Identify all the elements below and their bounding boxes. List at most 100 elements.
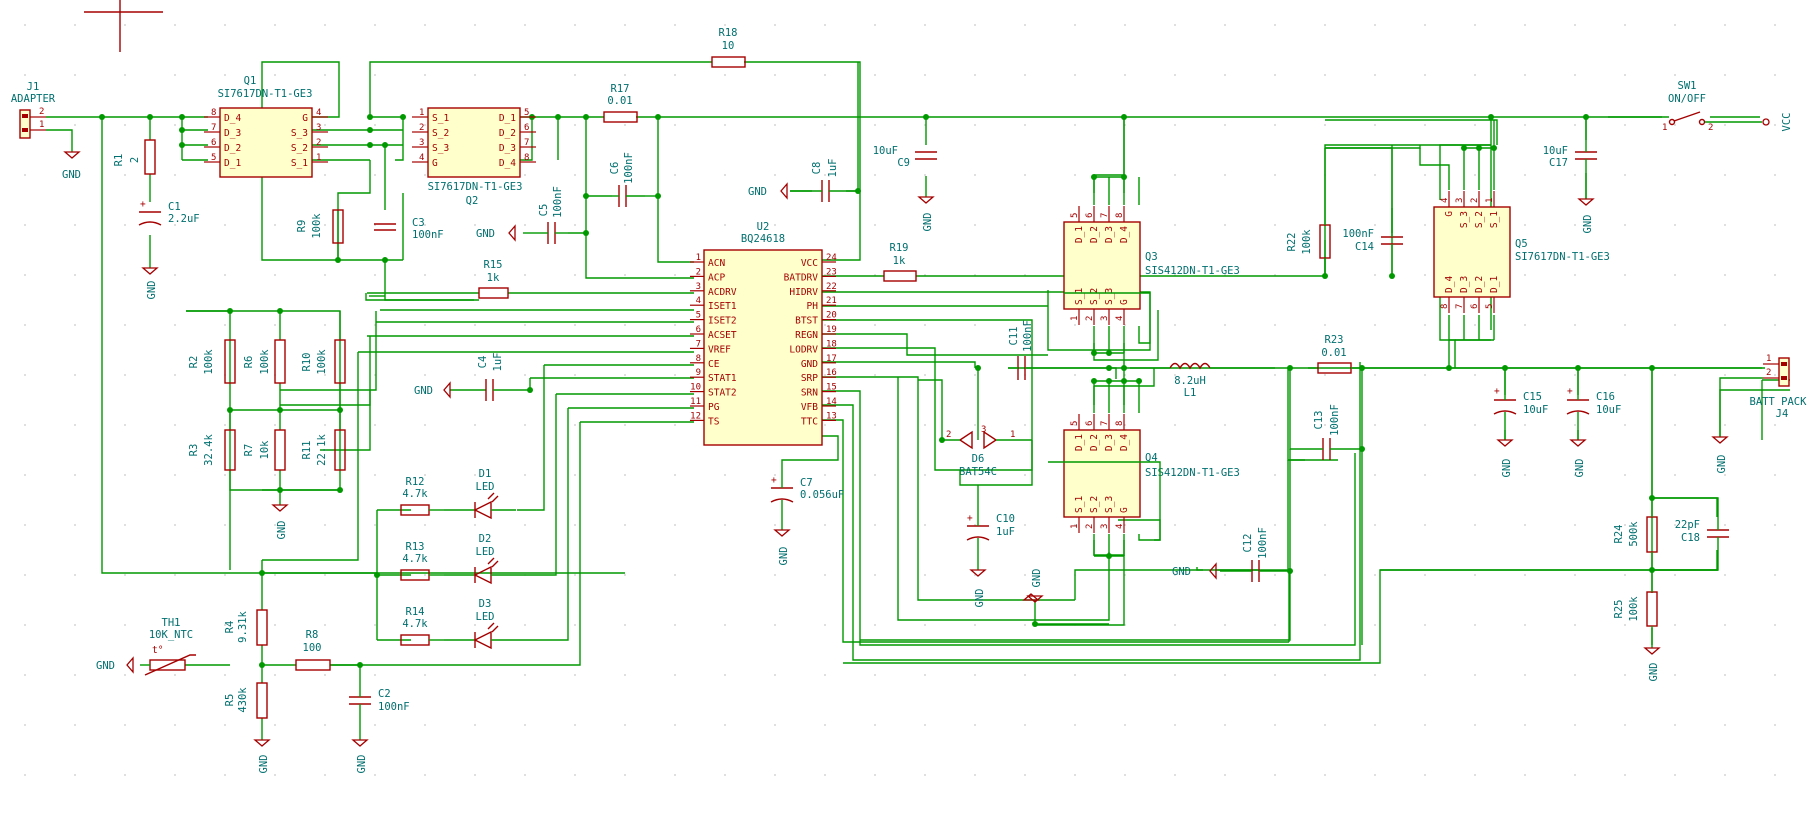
svg-text:Q2: Q2 [466, 195, 479, 207]
led-d1[interactable]: D1 LED [473, 468, 516, 520]
q5-pin-num: 6 [1470, 304, 1480, 309]
u2-pin-num: 18 [826, 339, 837, 349]
q1-pin-name: G [302, 113, 308, 124]
capacitor-c18[interactable]: 22pF C18 [1675, 519, 1729, 544]
resistor-r7[interactable]: R7 10k [243, 429, 286, 471]
svg-text:GND: GND [778, 547, 790, 566]
resistor-r19[interactable]: R19 1k [883, 242, 917, 282]
resistor-r24[interactable]: R24 500k [1613, 516, 1658, 553]
resistor-r25[interactable]: R25 100k [1613, 591, 1658, 627]
switch-sw1[interactable]: 1 2 SW1 ON/OFF [1662, 80, 1713, 133]
u2-pin-num: 10 [690, 383, 701, 393]
capacitor-c1[interactable]: + C1 2.2uF [138, 199, 200, 226]
svg-text:0.01: 0.01 [1321, 347, 1346, 359]
svg-text:100k: 100k [203, 349, 215, 375]
svg-text:9.31k: 9.31k [237, 611, 249, 643]
u2-pin-name: ACP [708, 272, 725, 283]
resistor-r14[interactable]: R14 4.7k [400, 606, 430, 646]
svg-text:4.7k: 4.7k [402, 618, 428, 630]
svg-text:C6: C6 [609, 162, 621, 175]
resistor-r8[interactable]: R8 100 [295, 629, 331, 671]
mosfet-q4[interactable]: Q4 SIS412DN-T1-GE3 51D_1S_162D_2S_273D_3… [1063, 414, 1240, 533]
thermistor-th1[interactable]: t° TH1 10K_NTC [144, 617, 196, 676]
svg-text:R19: R19 [890, 242, 909, 254]
capacitor-c17[interactable]: 10uF C17 [1543, 145, 1597, 169]
capacitor-c16[interactable]: + C16 10uF [1566, 386, 1621, 416]
resistor-r18[interactable]: R18 10 [711, 27, 746, 68]
mosfet-q5[interactable]: Q5 SI7617DN-T1-GE3 48GD_437S_3D_326S_2D_… [1433, 191, 1610, 313]
capacitor-c7[interactable]: + C7 0.056uF [770, 475, 844, 530]
svg-text:32.4k: 32.4k [203, 434, 215, 466]
capacitor-c15[interactable]: + C15 10uF [1493, 386, 1548, 416]
svg-text:1: 1 [1766, 354, 1771, 364]
capacitor-c14[interactable]: 100nF C14 [1342, 228, 1403, 253]
resistor-r10[interactable]: R10 100k [301, 339, 346, 384]
resistor-r6[interactable]: R6 100k [243, 339, 286, 384]
resistor-r23[interactable]: R23 0.01 [1317, 334, 1352, 374]
svg-text:+: + [140, 199, 146, 210]
resistor-r22[interactable]: R22 100k [1286, 224, 1331, 259]
resistor-r5[interactable]: R5 430k [224, 682, 268, 719]
svg-text:3: 3 [981, 425, 986, 435]
inductor-l1[interactable]: 8.2uH L1 [1169, 362, 1211, 400]
diode-d6[interactable]: 2 3 1 D6 BAT54C [942, 425, 1032, 478]
u2-pin-num: 2 [696, 267, 701, 277]
svg-text:R12: R12 [406, 476, 425, 488]
svg-text:R23: R23 [1325, 334, 1344, 346]
connector-j1[interactable]: 2 1 J1 ADAPTER [11, 81, 56, 139]
led-d3[interactable]: D3 LED [473, 598, 516, 650]
svg-text:2.2uF: 2.2uF [168, 213, 200, 225]
resistor-r12[interactable]: R12 4.7k [400, 476, 430, 516]
resistor-r17[interactable]: R17 0.01 [603, 83, 638, 123]
capacitor-c9[interactable]: 10uF C9 [873, 145, 937, 169]
svg-text:2: 2 [1766, 368, 1771, 378]
svg-text:BQ24618: BQ24618 [741, 233, 785, 245]
junction-dots [99, 114, 1655, 668]
capacitor-c3[interactable]: C3 100nF [374, 217, 444, 241]
q3-pin-name: D_3 [1104, 226, 1115, 243]
gnd-symbol-c9: GND [917, 196, 935, 231]
capacitor-c8[interactable]: C8 1uF [790, 159, 858, 202]
q5-pin-num: 2 [1470, 198, 1480, 203]
capacitor-c11[interactable]: C11 100nF [1008, 320, 1066, 380]
u2-pin-name: PH [807, 301, 819, 312]
capacitor-c13[interactable]: C13 100nF [1313, 404, 1341, 460]
capacitor-c5[interactable]: C5 100nF [535, 186, 568, 244]
svg-text:GND: GND [1648, 663, 1660, 682]
resistor-r9[interactable]: R9 100k [296, 209, 344, 244]
capacitor-c4[interactable]: C4 1uF [477, 353, 516, 401]
capacitor-c2[interactable]: C2 100nF [349, 685, 410, 720]
svg-text:100nF: 100nF [1022, 320, 1034, 352]
resistor-r15[interactable]: R15 1k [478, 259, 509, 299]
capacitor-c12[interactable]: C12 100nF [1220, 527, 1290, 582]
resistor-r2[interactable]: R2 100k [188, 339, 236, 384]
gnd-symbol-th1: GND [96, 656, 134, 674]
svg-text:R9: R9 [296, 220, 308, 233]
svg-text:2: 2 [1708, 123, 1713, 133]
q1-pin-num: 3 [316, 123, 321, 133]
svg-text:GND: GND [414, 385, 433, 397]
resistor-r11[interactable]: R11 22.1k [301, 429, 346, 471]
svg-text:C9: C9 [897, 157, 910, 169]
q4-pin-name: D_1 [1074, 434, 1085, 451]
u2-pin-num: 6 [696, 325, 701, 335]
resistor-r4[interactable]: R4 9.31k [224, 609, 268, 646]
capacitor-c6[interactable]: C6 100nF [609, 152, 645, 207]
led-d2[interactable]: D2 LED [473, 533, 516, 585]
resistor-r1[interactable]: R1 2 [113, 139, 156, 175]
connector-j4[interactable]: 1 2 BATT PACK J4 [1750, 354, 1808, 420]
svg-text:SI7617DN-T1-GE3: SI7617DN-T1-GE3 [1515, 251, 1610, 263]
svg-text:GND: GND [1501, 459, 1513, 478]
q2-pin-name: D_4 [499, 158, 516, 169]
q1-pin-name: S_1 [291, 158, 308, 169]
capacitor-c10[interactable]: + C10 1uF [966, 485, 1015, 570]
resistor-r3[interactable]: R3 32.4k [188, 429, 236, 471]
q4-pin-name: S_2 [1089, 496, 1100, 513]
mosfet-q3[interactable]: Q3 SIS412DN-T1-GE3 51D_1S_162D_2S_273D_3… [1063, 206, 1240, 325]
gnd-symbol-divider: GND [271, 504, 289, 539]
gnd-symbol-q4: GND [1026, 569, 1044, 603]
